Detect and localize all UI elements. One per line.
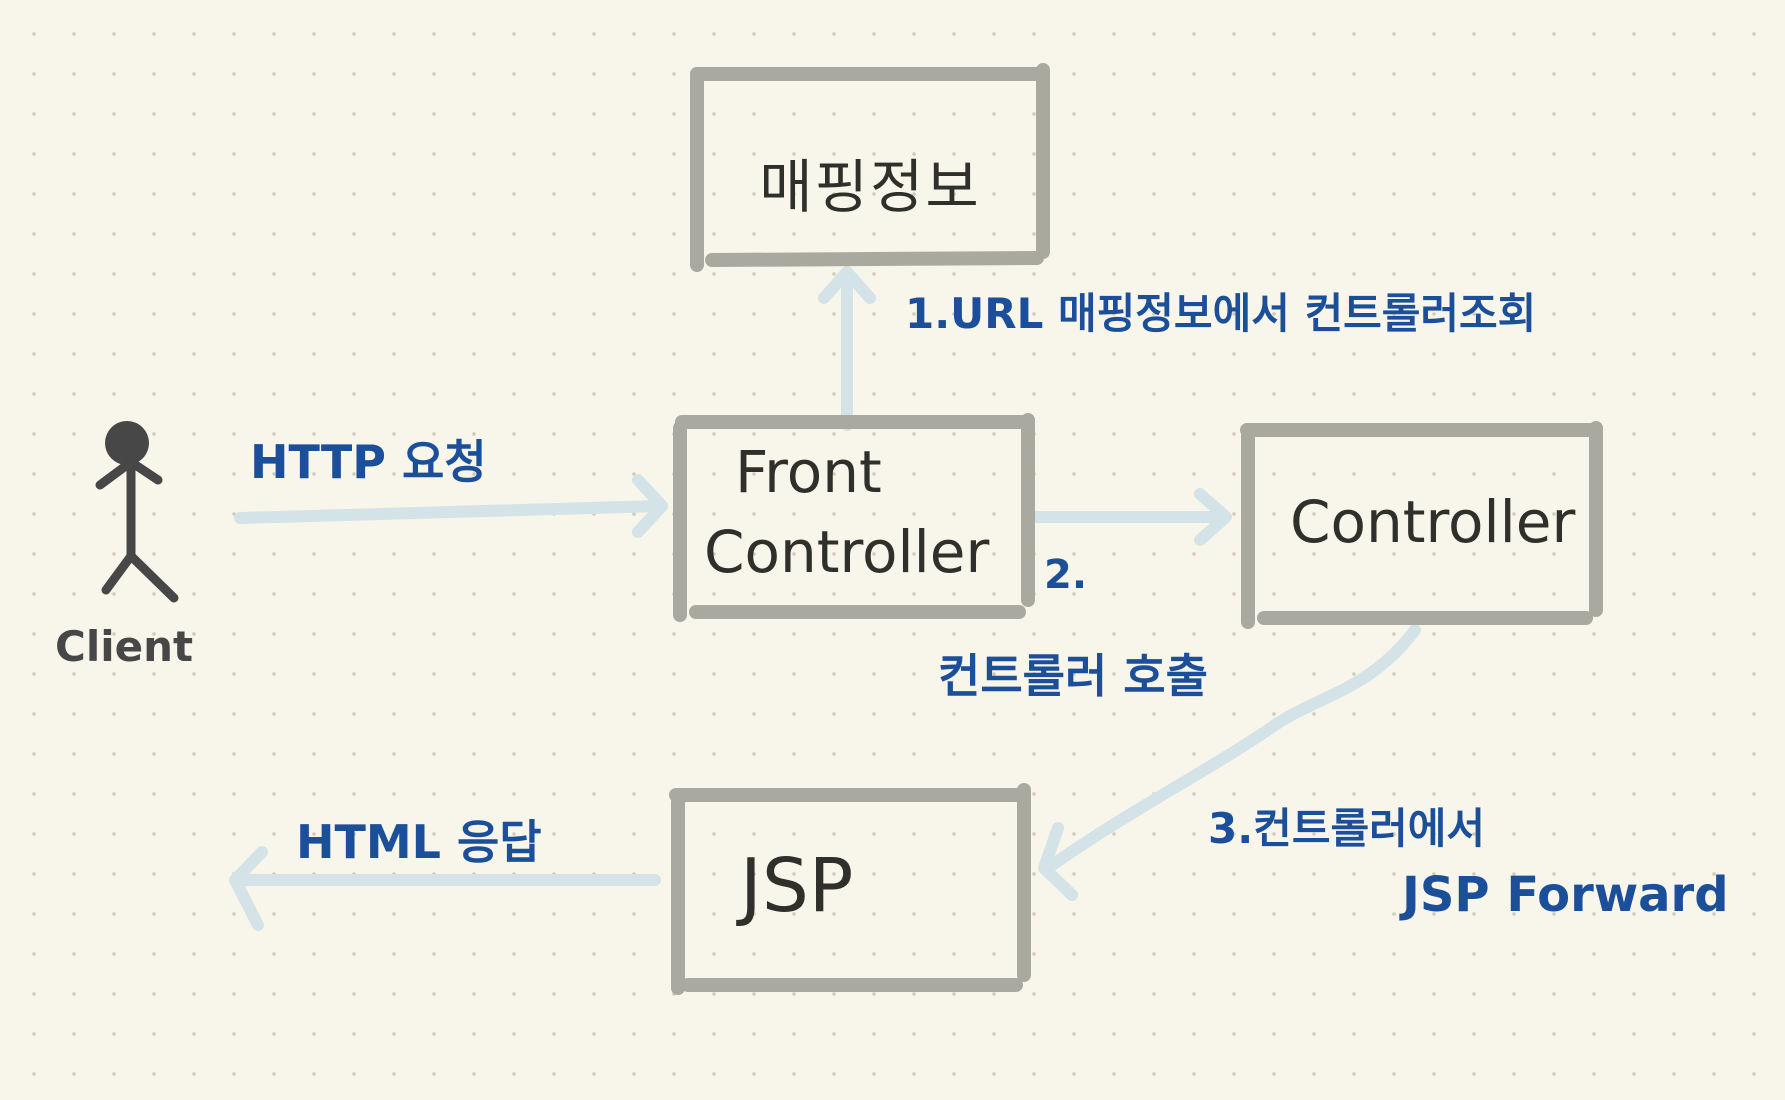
box-controller	[1240, 421, 1603, 629]
arrow-http-request	[234, 474, 668, 538]
arrow-html-response	[229, 846, 661, 931]
step1-url-lookup-label: 1.URL 매핑정보에서 컨트롤러조회	[905, 289, 1537, 338]
html-response-label: HTML 응답	[296, 815, 542, 869]
arrow-forward-jsp	[1038, 624, 1421, 901]
box-jsp	[669, 783, 1031, 995]
arrow-url-lookup	[818, 266, 876, 431]
jsp-label: JSP	[740, 843, 854, 929]
front-controller-label-line1: Front	[735, 438, 882, 506]
box-mapping-info	[690, 63, 1050, 272]
controller-label: Controller	[1290, 488, 1576, 556]
mapping-info-label: 매핑정보	[759, 153, 981, 221]
step2-call-controller-label: 컨트롤러 호출	[938, 649, 1208, 703]
arrow-call-controller	[1024, 488, 1232, 546]
box-front-controller	[673, 413, 1035, 622]
step3-line2-label: JSP Forward	[1402, 867, 1729, 923]
client-person-icon	[95, 421, 179, 603]
front-controller-label-line2: Controller	[704, 518, 990, 586]
http-request-label: HTTP 요청	[250, 435, 487, 489]
step3-line1-label: 3.컨트롤러에서	[1208, 804, 1486, 853]
client-label: Client	[55, 622, 194, 671]
step2-number-label: 2.	[1044, 552, 1088, 598]
